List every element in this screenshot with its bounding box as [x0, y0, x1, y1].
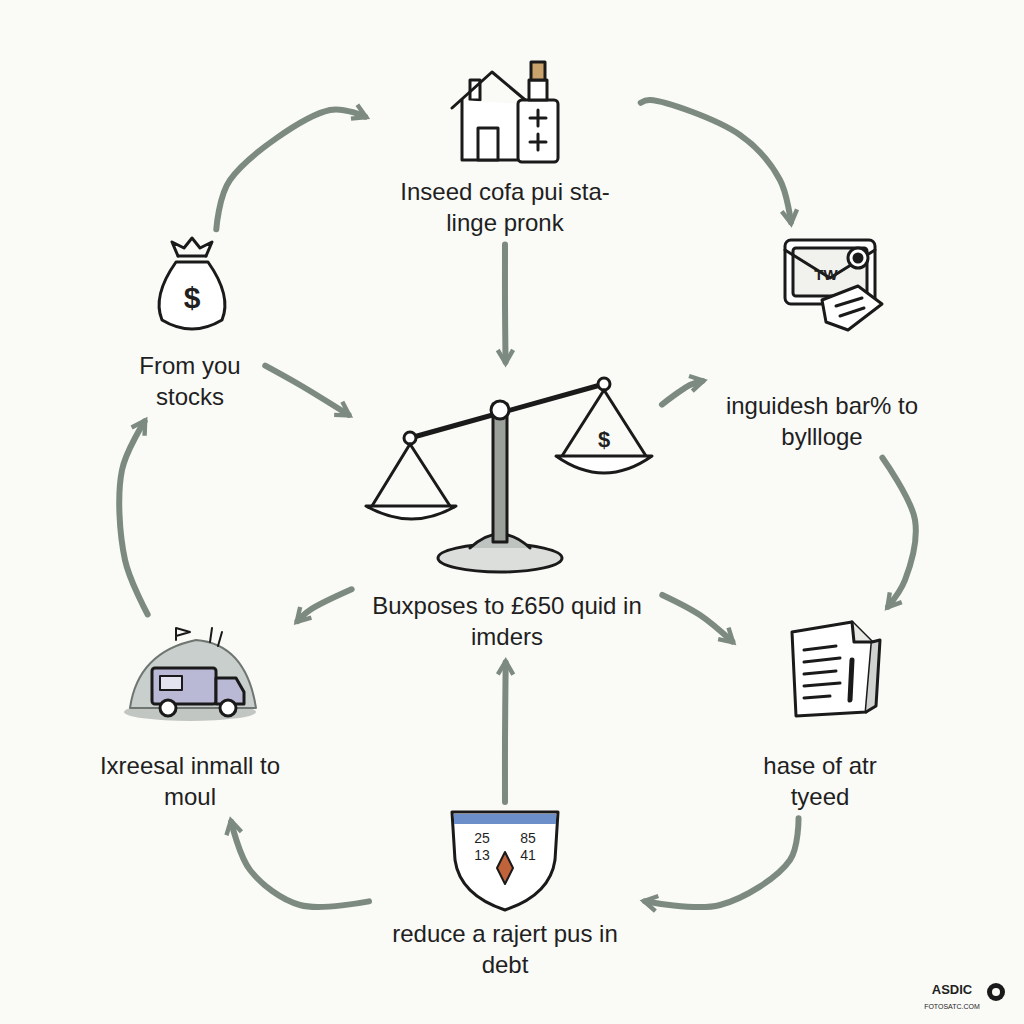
cycle-step: Inseed cofa pui sta-linge pronk: [375, 48, 635, 238]
step-text: inguidesh bar% to byllloge: [712, 390, 932, 452]
step-text: Inseed cofa pui sta-linge pronk: [375, 176, 635, 238]
money-bag-icon: [159, 238, 225, 329]
flow-arrow: [662, 595, 732, 642]
flow-arrow: [231, 822, 369, 907]
cycle-step: From you stocks: [120, 235, 260, 412]
cycle-step: inguidesh bar% to byllloge: [712, 232, 932, 452]
flow-arrow: [882, 458, 915, 607]
flow-arrow: [641, 100, 791, 222]
shield-number: 85: [520, 831, 536, 845]
balance-scale-icon: [366, 378, 652, 572]
currency-sign: $: [184, 283, 201, 313]
flow-arrow: [662, 381, 703, 405]
envelope-mark: TW: [814, 267, 837, 282]
center-step: Buxposes to £650 quid in imders: [357, 372, 657, 652]
flow-arrow: [502, 662, 509, 802]
envelope-icon: [785, 240, 882, 330]
step-text: Buxposes to £650 quid in imders: [357, 590, 657, 652]
cycle-step: reduce a rajert pus in debt: [375, 808, 635, 980]
watermark: FOTOSATC.COM: [924, 1003, 980, 1010]
step-text: reduce a rajert pus in debt: [375, 918, 635, 980]
document-icon: [792, 622, 880, 716]
truck-mound-icon: [124, 628, 256, 721]
flow-arrow: [645, 818, 799, 907]
logo-mark: [987, 983, 1005, 1001]
cycle-step: Ixreesal inmall to moul: [90, 620, 290, 812]
cycle-step: hase of atr tyeed: [740, 615, 900, 812]
shield-number: 25: [474, 831, 490, 845]
flow-arrow: [502, 244, 509, 362]
shield-number: 41: [520, 848, 536, 862]
house-bottle-icon: [452, 62, 558, 162]
step-text: hase of atr tyeed: [740, 750, 900, 812]
flow-arrow: [216, 109, 365, 229]
watermark: ASDIC: [932, 983, 972, 996]
currency-sign: $: [598, 429, 610, 451]
step-text: From you stocks: [120, 350, 260, 412]
flow-arrow: [265, 366, 348, 415]
step-text: Ixreesal inmall to moul: [90, 750, 290, 812]
flow-arrow: [297, 589, 351, 621]
flow-arrow: [119, 421, 147, 614]
shield-number: 13: [474, 848, 490, 862]
shield-icon: [452, 812, 558, 910]
